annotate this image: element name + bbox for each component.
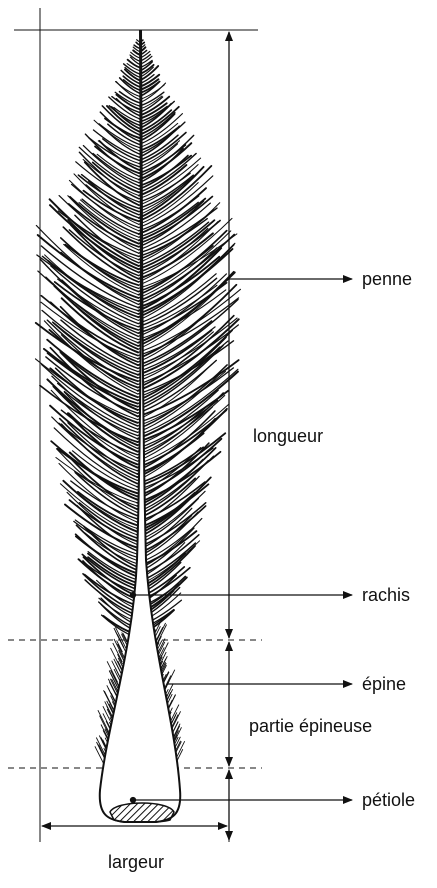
petiole-base-hatch xyxy=(110,803,174,822)
label-rachis: rachis xyxy=(362,585,410,605)
spine xyxy=(103,713,111,729)
label-penne: penne xyxy=(362,269,412,289)
label-partie-epineuse: partie épineuse xyxy=(249,716,372,736)
leaf-illustration xyxy=(36,30,241,822)
label-largeur: largeur xyxy=(108,852,164,872)
label-longueur: longueur xyxy=(253,426,323,446)
pinna-leaflet xyxy=(137,448,216,506)
label-epine: épine xyxy=(362,674,406,694)
label-petiole: pétiole xyxy=(362,790,415,810)
